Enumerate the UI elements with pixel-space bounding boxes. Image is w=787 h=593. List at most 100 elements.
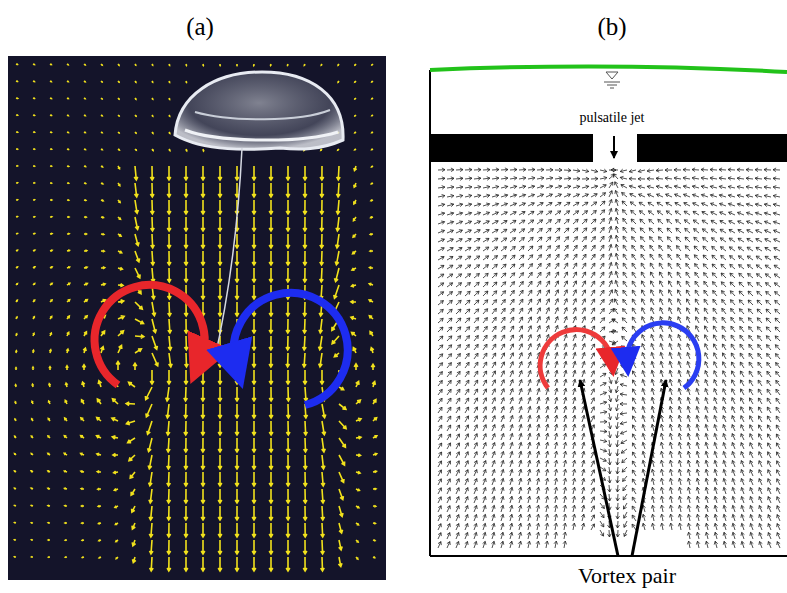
- velocity-vector: [609, 235, 613, 242]
- velocity-vector: [356, 523, 359, 525]
- velocity-vector: [235, 166, 239, 180]
- velocity-vector: [660, 335, 663, 342]
- velocity-vector: [723, 353, 727, 359]
- velocity-vector: [687, 478, 691, 485]
- velocity-vector: [694, 237, 699, 242]
- velocity-vector: [474, 434, 477, 440]
- velocity-vector: [591, 380, 594, 386]
- velocity-vector: [623, 254, 627, 260]
- velocity-vector: [132, 506, 135, 512]
- velocity-vector: [269, 421, 273, 435]
- velocity-vector: [563, 442, 567, 449]
- velocity-vector: [201, 183, 205, 197]
- velocity-vector: [184, 472, 188, 486]
- velocity-vector: [600, 263, 604, 269]
- velocity-vector: [554, 541, 558, 548]
- velocity-vector: [723, 371, 726, 377]
- velocity-vector: [48, 522, 50, 523]
- velocity-vector: [519, 362, 522, 368]
- velocity-vector: [581, 514, 585, 521]
- velocity-vector: [608, 395, 612, 402]
- velocity-vector: [510, 469, 514, 476]
- velocity-vector: [714, 505, 718, 512]
- velocity-vector: [474, 541, 477, 548]
- velocity-vector: [16, 317, 17, 319]
- velocity-vector: [651, 370, 654, 377]
- velocity-vector: [286, 251, 290, 265]
- velocity-vector: [304, 421, 308, 435]
- velocity-vector: [321, 540, 325, 554]
- velocity-vector: [651, 344, 654, 351]
- velocity-vector: [632, 470, 636, 476]
- velocity-vector: [678, 460, 682, 467]
- velocity-vector: [447, 354, 452, 359]
- velocity-vector: [465, 479, 468, 485]
- velocity-vector: [474, 362, 478, 368]
- velocity-vector: [492, 229, 498, 233]
- velocity-vector: [492, 443, 495, 449]
- velocity-vector: [721, 247, 727, 251]
- velocity-vector: [616, 467, 620, 474]
- velocity-vector: [218, 166, 222, 180]
- velocity-vector: [492, 194, 499, 197]
- velocity-vector: [674, 185, 681, 189]
- velocity-vector: [447, 425, 451, 431]
- velocity-vector: [356, 557, 358, 559]
- velocity-vector: [474, 300, 479, 305]
- velocity-vector: [632, 344, 636, 350]
- velocity-vector: [687, 469, 691, 476]
- velocity-vector: [555, 228, 560, 233]
- velocity-vector: [537, 272, 541, 278]
- velocity-vector: [465, 425, 469, 431]
- velocity-vector: [537, 246, 542, 251]
- velocity-vector: [555, 299, 558, 305]
- velocity-vector: [355, 115, 356, 116]
- velocity-vector: [252, 268, 256, 282]
- velocity-vector: [492, 335, 496, 341]
- velocity-vector: [447, 479, 450, 485]
- velocity-vector: [474, 256, 480, 260]
- velocity-vector: [686, 290, 690, 296]
- velocity-vector: [235, 387, 239, 401]
- velocity-vector: [150, 183, 154, 197]
- velocity-vector: [438, 506, 441, 512]
- velocity-vector: [650, 245, 654, 251]
- velocity-vector: [554, 514, 558, 521]
- velocity-vector: [501, 308, 505, 314]
- velocity-vector: [683, 168, 690, 172]
- velocity-vector: [528, 380, 531, 387]
- velocity-vector: [573, 308, 576, 314]
- velocity-vector: [438, 301, 443, 305]
- velocity-vector: [492, 505, 495, 512]
- velocity-vector: [616, 503, 620, 510]
- velocity-vector: [510, 299, 514, 305]
- velocity-vector: [371, 217, 373, 218]
- velocity-vector: [321, 455, 325, 469]
- velocity-vector: [474, 221, 480, 224]
- velocity-vector: [235, 489, 239, 503]
- velocity-vector: [235, 506, 239, 520]
- velocity-vector: [668, 263, 672, 269]
- velocity-vector: [582, 237, 587, 242]
- velocity-vector: [132, 523, 135, 529]
- velocity-vector: [582, 281, 586, 287]
- velocity-vector: [693, 211, 699, 215]
- velocity-vector: [581, 523, 585, 530]
- velocity-vector: [201, 421, 205, 435]
- velocity-vector: [447, 177, 454, 181]
- velocity-vector: [510, 229, 516, 233]
- velocity-vector: [303, 557, 307, 571]
- velocity-vector: [465, 380, 469, 386]
- velocity-vector: [591, 470, 595, 476]
- velocity-vector: [510, 460, 513, 467]
- velocity-vector: [555, 281, 559, 287]
- velocity-vector: [667, 237, 672, 242]
- velocity-vector: [510, 308, 514, 314]
- velocity-vector: [510, 168, 517, 172]
- velocity-vector: [563, 496, 567, 503]
- velocity-vector: [591, 497, 595, 503]
- velocity-vector: [714, 460, 717, 467]
- velocity-vector: [483, 443, 486, 449]
- velocity-vector: [456, 443, 460, 449]
- velocity-vector: [669, 460, 673, 467]
